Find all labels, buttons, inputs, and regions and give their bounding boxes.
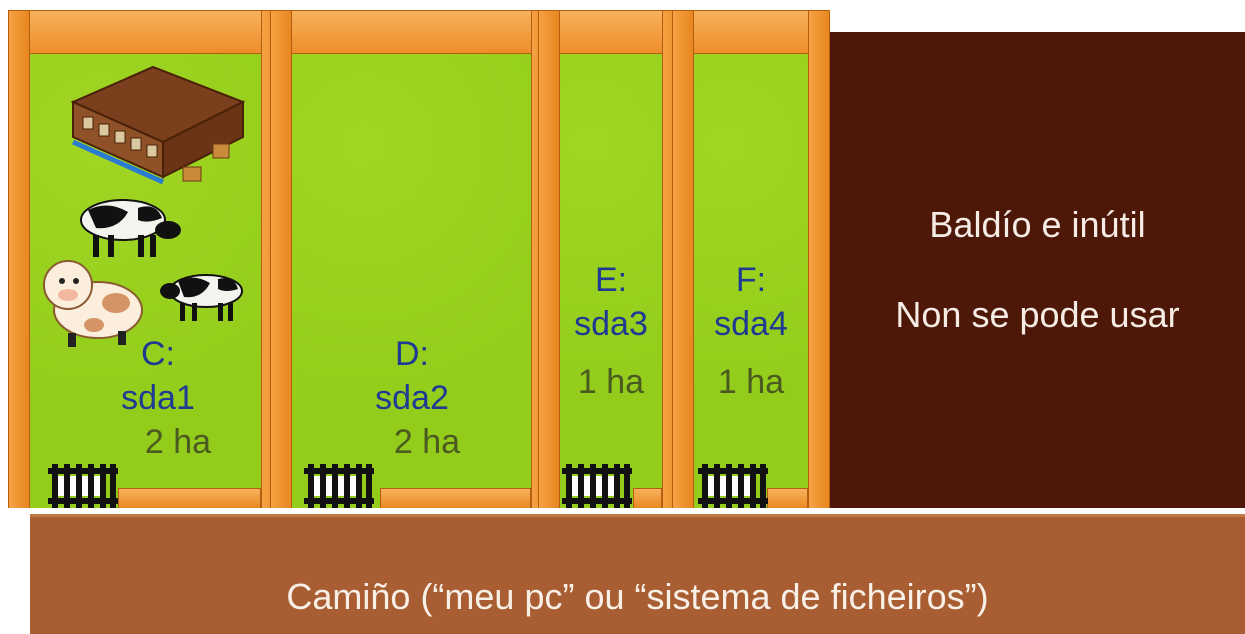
cow-icon (160, 274, 243, 321)
drive-letter: E: (594, 261, 628, 299)
unallocated-space: Baldío e inútil Non se pode usar (830, 32, 1245, 510)
plot-f: F: sda4 1 ha (672, 10, 830, 510)
fence-gate-icon (304, 464, 374, 510)
plot-d-frame-left (270, 10, 292, 510)
unallocated-title: Baldío e inútil (929, 204, 1146, 245)
plot-c: C: sda1 2 ha (8, 10, 283, 510)
plot-d-frame-top (270, 10, 553, 54)
cartoon-cow-icon (43, 260, 143, 347)
plot-d: D: sda2 2 ha (270, 10, 553, 510)
drive-letter: C: (141, 335, 175, 373)
drive-letter: D: (395, 335, 429, 373)
plot-e-frame-left (538, 10, 560, 510)
unallocated-subtitle: Non se pode usar (895, 294, 1180, 335)
plot-c-frame-bottom (118, 488, 261, 510)
device-name: sda1 (121, 379, 195, 417)
plot-e: E: sda3 1 ha (538, 10, 684, 510)
divider (0, 508, 1245, 514)
partition-size: 2 ha (144, 423, 212, 461)
partition-label-c: C: sda1 2 ha (68, 332, 248, 464)
device-name: sda2 (375, 379, 449, 417)
fence-gate-icon (562, 464, 632, 510)
plot-d-frame-bottom (380, 488, 531, 510)
plot-f-frame-bottom (767, 488, 808, 510)
plot-f-frame-right (808, 10, 830, 510)
field-d (292, 54, 531, 510)
fence-gate-icon (48, 464, 118, 510)
device-name: sda3 (574, 305, 648, 343)
fence-gate-icon (698, 464, 768, 510)
plot-e-frame-bottom (633, 488, 662, 510)
plot-f-frame-left (672, 10, 694, 510)
plot-c-frame-left (8, 10, 30, 510)
partition-size: 2 ha (393, 423, 461, 461)
device-name: sda4 (714, 305, 788, 343)
cow-icon (80, 199, 181, 257)
partition-label-e: E: sda3 1 ha (560, 258, 662, 404)
partition-size: 1 ha (577, 363, 645, 401)
plot-e-frame-top (538, 10, 684, 54)
field-e (560, 54, 662, 510)
field-f (694, 54, 808, 510)
drive-letter: F: (735, 261, 767, 299)
plot-c-frame-top (8, 10, 283, 54)
road-label: Camiño (“meu pc” ou “sistema de ficheiro… (286, 576, 989, 617)
partition-label-f: F: sda4 1 ha (694, 258, 808, 404)
road: Camiño (“meu pc” ou “sistema de ficheiro… (30, 514, 1245, 634)
barn-icon (70, 65, 246, 185)
partition-size: 1 ha (717, 363, 785, 401)
partition-label-d: D: sda2 2 ha (322, 332, 502, 464)
plot-f-frame-top (672, 10, 830, 54)
